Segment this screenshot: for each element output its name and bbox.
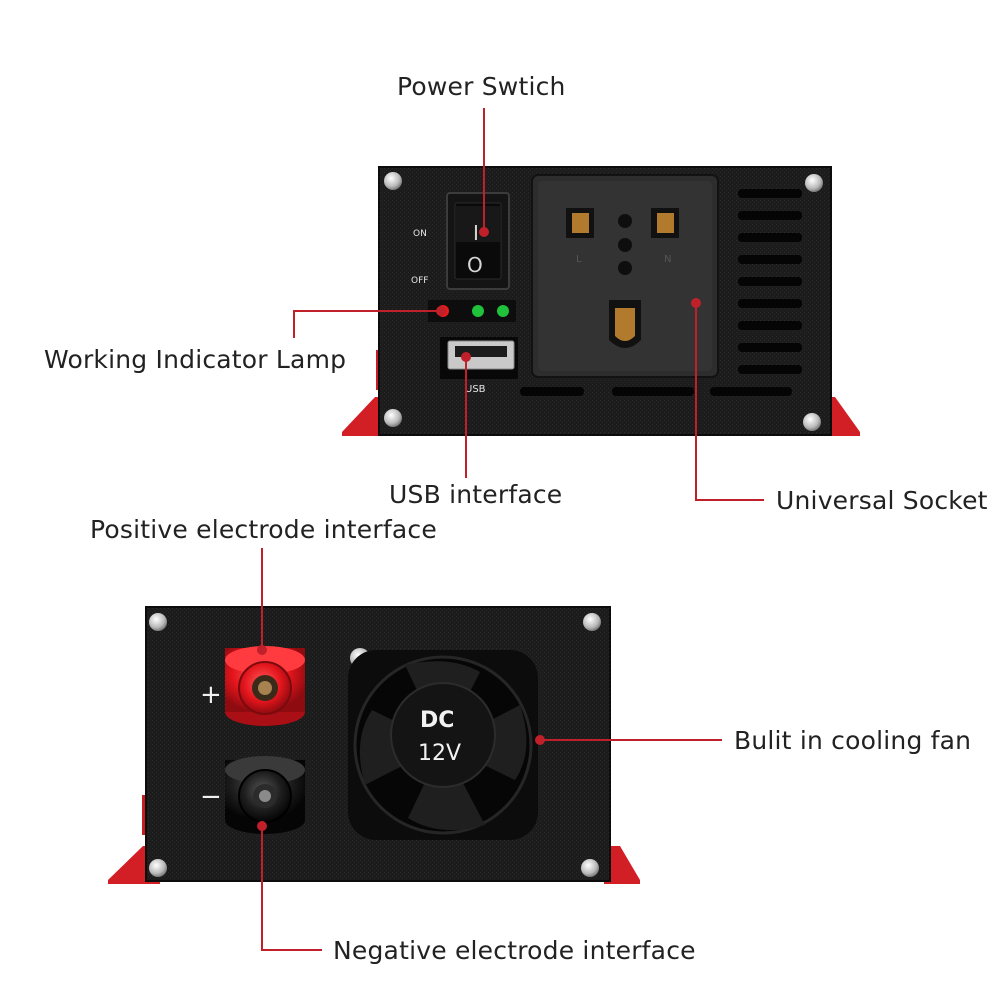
rear-panel: + − bbox=[108, 606, 640, 884]
leader-lines bbox=[257, 108, 764, 951]
vent-slots bbox=[520, 189, 802, 396]
negative-symbol: − bbox=[200, 782, 222, 812]
fan-dc-label: DC bbox=[420, 708, 454, 733]
socket-bottom-slot bbox=[609, 300, 641, 348]
indicator-lamp-callout: Working Indicator Lamp bbox=[44, 345, 347, 374]
front-panel: ON OFF I O USB bbox=[342, 166, 860, 436]
leader-dot bbox=[535, 735, 545, 745]
negative-terminal[interactable] bbox=[225, 756, 305, 834]
negative-electrode-callout: Negative electrode interface bbox=[333, 936, 696, 965]
universal-socket[interactable]: L N bbox=[531, 174, 719, 378]
leader-dot bbox=[436, 306, 446, 316]
front-left-foot bbox=[342, 397, 388, 436]
leader-dot bbox=[257, 821, 267, 831]
leader-dot bbox=[461, 352, 471, 362]
fan-hub bbox=[390, 682, 496, 788]
negative-leader bbox=[261, 826, 322, 951]
screw-icon bbox=[583, 613, 601, 631]
socket-left-slot bbox=[566, 208, 594, 238]
cooling-fan-callout: Bulit in cooling fan bbox=[734, 726, 972, 755]
usb-port[interactable]: USB bbox=[440, 337, 518, 395]
socket-right-slot bbox=[651, 208, 679, 238]
screw-icon bbox=[384, 172, 402, 190]
screw-icon bbox=[149, 613, 167, 631]
green-indicator-lamp bbox=[497, 305, 509, 317]
power-switch[interactable]: I O bbox=[446, 192, 510, 290]
on-label: ON bbox=[413, 229, 427, 239]
screw-icon bbox=[581, 859, 599, 877]
screw-icon bbox=[149, 859, 167, 877]
socket-leader bbox=[695, 303, 764, 501]
positive-symbol: + bbox=[200, 680, 222, 710]
usb-interface-callout: USB interface bbox=[389, 480, 563, 509]
screw-icon bbox=[384, 409, 402, 427]
leader-dot bbox=[479, 227, 489, 237]
universal-socket-callout: Universal Socket bbox=[776, 486, 988, 515]
positive-electrode-callout: Positive electrode interface bbox=[90, 515, 437, 544]
indicator-lamp-leader bbox=[293, 310, 440, 338]
power-switch-callout: Power Swtich bbox=[397, 72, 566, 101]
leader-dot bbox=[257, 645, 267, 655]
green-indicator-lamp bbox=[472, 305, 484, 317]
fan-voltage-label: 12V bbox=[418, 741, 461, 766]
socket-mark-l: L bbox=[576, 254, 582, 265]
screw-icon bbox=[805, 174, 823, 192]
leader-dot bbox=[691, 298, 701, 308]
switch-on-symbol: I bbox=[473, 221, 479, 245]
socket-mark-n: N bbox=[664, 254, 671, 265]
usb-label: USB bbox=[465, 384, 486, 395]
positive-terminal[interactable] bbox=[225, 646, 305, 726]
rear-right-foot bbox=[604, 846, 640, 884]
switch-off-symbol: O bbox=[467, 253, 483, 277]
cooling-fan: DC 12V bbox=[348, 650, 538, 840]
screw-icon bbox=[803, 413, 821, 431]
off-label: OFF bbox=[411, 276, 428, 286]
